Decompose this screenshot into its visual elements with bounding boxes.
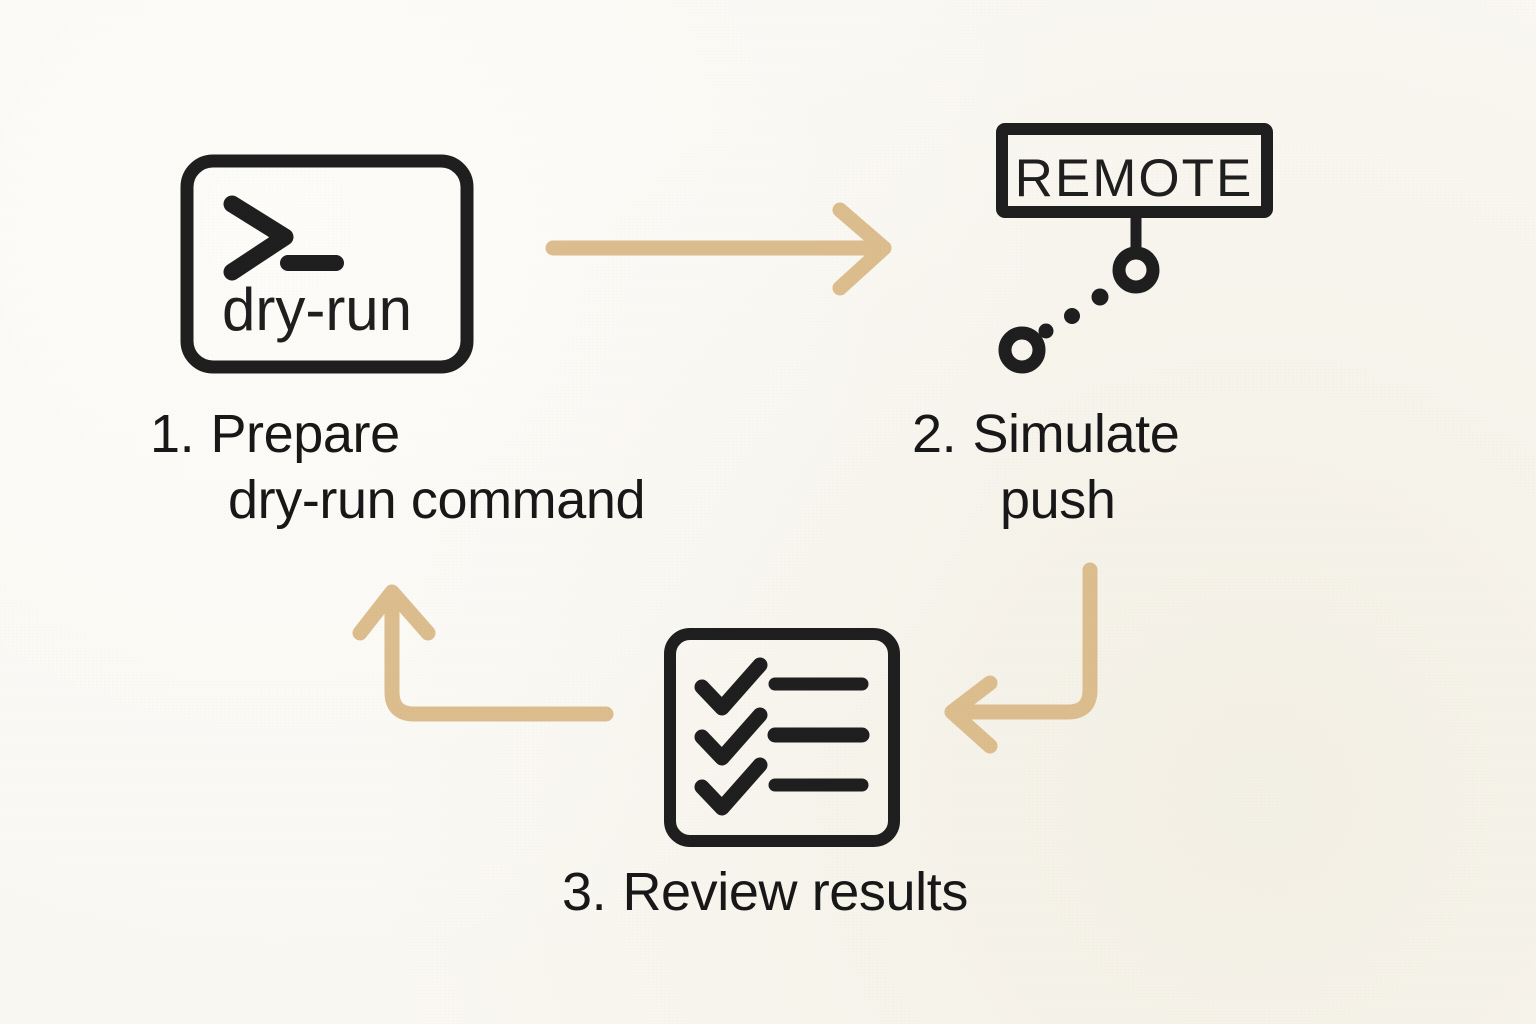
arrow-review-to-prepare bbox=[352, 584, 614, 722]
remote-dot-2 bbox=[1064, 308, 1080, 324]
step-3-caption: 3.Review results bbox=[562, 862, 968, 922]
step-2-number: 2. bbox=[912, 404, 957, 464]
arrow-3-shaft bbox=[384, 592, 614, 722]
remote-dot-1 bbox=[1091, 288, 1109, 306]
prompt-chevron-icon bbox=[223, 195, 294, 281]
check-icon-1 bbox=[694, 657, 768, 716]
step-1-caption-line2: dry-run command bbox=[228, 470, 646, 531]
step-2-caption-line2: push bbox=[1000, 470, 1116, 531]
arrow-2-shaft bbox=[957, 562, 1098, 720]
step-3-number: 3. bbox=[562, 862, 607, 922]
terminal-window-icon: dry-run bbox=[180, 154, 474, 374]
arrow-2-head bbox=[944, 675, 998, 754]
check-icon-3 bbox=[694, 757, 768, 816]
terminal-box-label: dry-run bbox=[222, 276, 412, 343]
arrow-simulate-to-review bbox=[944, 562, 1098, 754]
checklist-icon bbox=[664, 628, 900, 847]
remote-node-lower-ring-icon bbox=[998, 326, 1046, 374]
terminal-box-outline bbox=[180, 154, 474, 374]
step-3-caption-line1: Review results bbox=[622, 862, 968, 922]
arrow-1-head bbox=[832, 202, 892, 296]
remote-dot-3 bbox=[1038, 323, 1054, 339]
check-icon-2 bbox=[694, 707, 768, 766]
step-1-caption: 1.Prepare dry-run command bbox=[150, 404, 646, 531]
remote-node-icon: REMOTE bbox=[996, 123, 1273, 374]
remote-node-upper-ring-icon bbox=[1112, 246, 1160, 294]
step-2-caption: 2.Simulate push bbox=[912, 404, 1180, 531]
arrow-3-head bbox=[352, 584, 436, 641]
checklist-box-outline bbox=[664, 628, 900, 847]
arrow-prepare-to-simulate bbox=[545, 202, 892, 296]
step-1-caption-line1: Prepare bbox=[210, 404, 400, 464]
step-1-number: 1. bbox=[150, 404, 195, 464]
remote-box-label: REMOTE bbox=[1015, 149, 1254, 208]
step-2-caption-line1: Simulate bbox=[972, 404, 1180, 464]
